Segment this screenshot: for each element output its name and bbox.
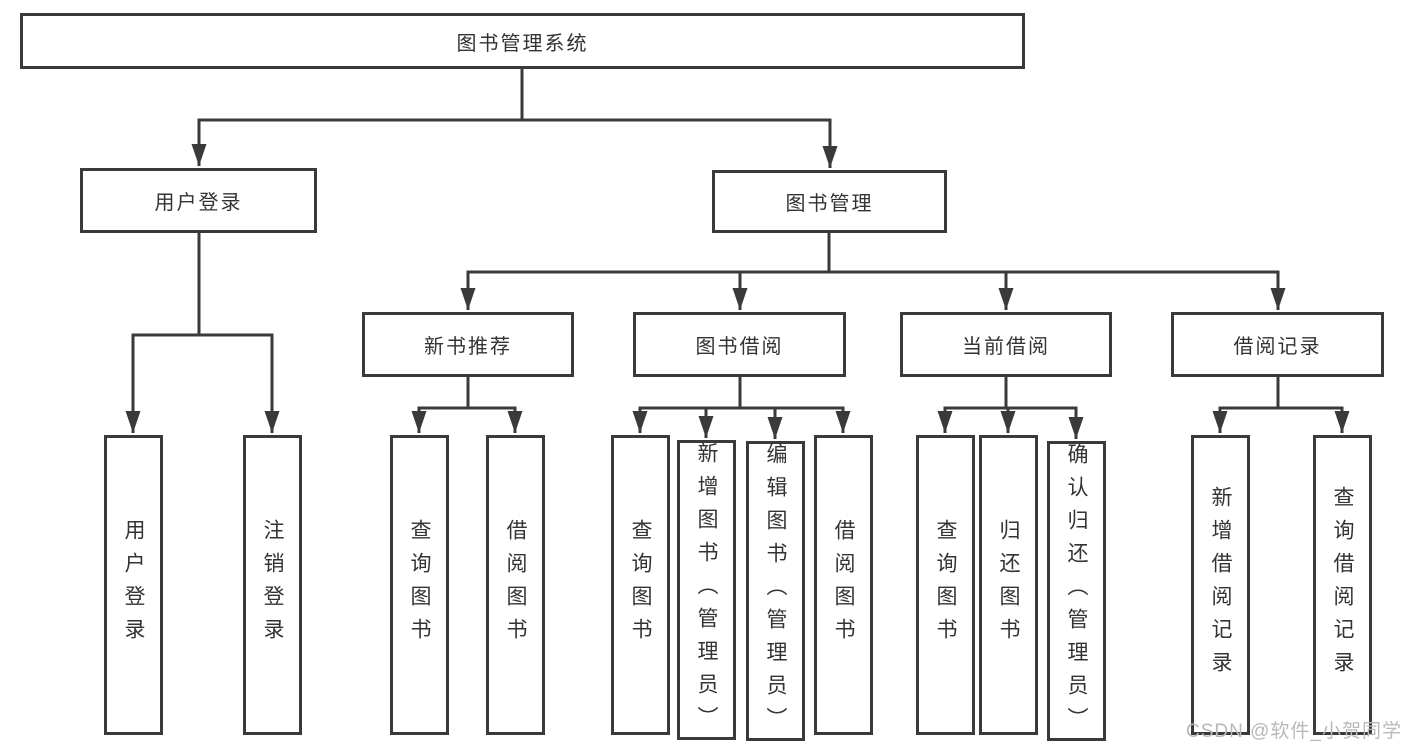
- leaf-query-borrow-record: 查询借阅记录: [1313, 435, 1372, 735]
- leaf-query-borrow-record-label: 查询借阅记录: [1331, 486, 1354, 684]
- leaf-logout: 注销登录: [243, 435, 302, 735]
- leaf-query-books-recommend: 查询图书: [390, 435, 449, 735]
- leaf-edit-books-admin: 编辑图书（管理员）: [746, 441, 805, 741]
- leaf-borrow-books-label: 借阅图书: [832, 519, 855, 651]
- leaf-query-books-current: 查询图书: [916, 435, 975, 735]
- csdn-watermark: CSDN @软件_小贺同学: [1186, 721, 1402, 742]
- leaf-query-books-recommend-label: 查询图书: [408, 519, 431, 651]
- node-current-borrow: 当前借阅: [900, 312, 1112, 377]
- node-book-borrow: 图书借阅: [633, 312, 846, 377]
- leaf-add-borrow-record: 新增借阅记录: [1191, 435, 1250, 735]
- leaf-edit-books-admin-label: 编辑图书（管理员）: [764, 442, 787, 740]
- node-user-login: 用户登录: [80, 168, 317, 233]
- leaf-query-books-current-label: 查询图书: [934, 519, 957, 651]
- leaf-return-books: 归还图书: [979, 435, 1038, 735]
- leaf-add-books-admin: 新增图书（管理员）: [677, 440, 736, 740]
- node-library-management-system: 图书管理系统: [20, 13, 1025, 69]
- leaf-query-books-borrow-label: 查询图书: [629, 519, 652, 651]
- leaf-borrow-books: 借阅图书: [814, 435, 873, 735]
- leaf-borrow-books-recommend-label: 借阅图书: [504, 519, 527, 651]
- node-borrow-records: 借阅记录: [1171, 312, 1384, 377]
- leaf-confirm-return-admin: 确认归还（管理员）: [1047, 441, 1106, 741]
- leaf-add-borrow-record-label: 新增借阅记录: [1209, 486, 1232, 684]
- node-new-book-recommend: 新书推荐: [362, 312, 574, 377]
- leaf-user-login: 用户登录: [104, 435, 163, 735]
- leaf-add-books-admin-label: 新增图书（管理员）: [695, 441, 718, 739]
- leaf-user-login-label: 用户登录: [122, 519, 145, 651]
- leaf-return-books-label: 归还图书: [997, 519, 1020, 651]
- leaf-query-books-borrow: 查询图书: [611, 435, 670, 735]
- node-book-management: 图书管理: [712, 170, 947, 233]
- leaf-borrow-books-recommend: 借阅图书: [486, 435, 545, 735]
- leaf-confirm-return-admin-label: 确认归还（管理员）: [1065, 442, 1088, 740]
- leaf-logout-label: 注销登录: [261, 519, 284, 651]
